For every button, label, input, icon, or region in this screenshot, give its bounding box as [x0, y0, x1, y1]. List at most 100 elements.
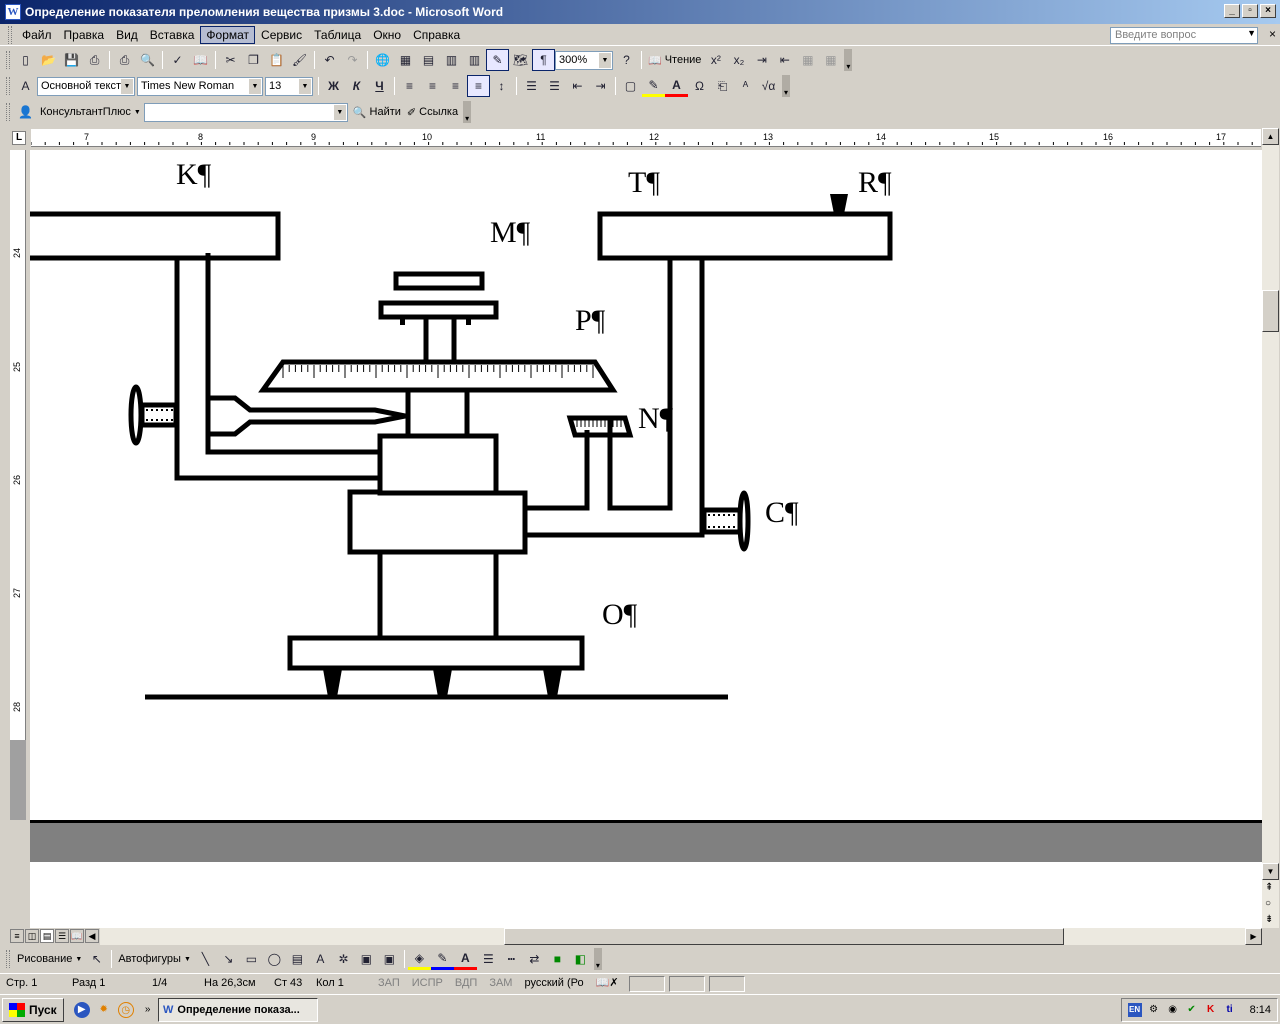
- special-char-icon[interactable]: ⎗: [717, 78, 728, 93]
- minimize-button[interactable]: _: [1224, 4, 1240, 18]
- save-icon[interactable]: 💾: [64, 53, 79, 67]
- styles-icon[interactable]: A: [21, 79, 30, 93]
- table-grid-icon[interactable]: ▦: [802, 53, 814, 67]
- format-painter-icon[interactable]: 🖌: [291, 53, 308, 67]
- menu-edit[interactable]: Правка: [63, 27, 105, 42]
- security-icon[interactable]: ✔: [1187, 1004, 1196, 1015]
- document-close-icon[interactable]: ×: [1268, 27, 1276, 41]
- bullets-icon[interactable]: ☰: [549, 79, 560, 93]
- toolbar-grip[interactable]: [6, 77, 10, 95]
- menubar-grip[interactable]: [8, 25, 12, 44]
- print-icon[interactable]: ⎙: [119, 52, 130, 67]
- web-view-icon[interactable]: ◫: [25, 929, 39, 943]
- previous-page-icon[interactable]: ⇞: [1265, 882, 1274, 893]
- scroll-down-icon[interactable]: ▼: [1262, 863, 1279, 880]
- menu-insert[interactable]: Вставка: [149, 27, 195, 42]
- status-track[interactable]: ИСПР: [411, 977, 443, 989]
- align-left-icon[interactable]: ≡: [405, 79, 413, 93]
- oval-tool-icon[interactable]: ◯: [267, 952, 282, 966]
- numbering-icon[interactable]: ☰: [526, 79, 537, 93]
- scroll-left-icon[interactable]: ◀: [85, 929, 99, 943]
- equation-icon[interactable]: √α: [761, 79, 776, 93]
- consultant-search-dropdown-icon[interactable]: ▼: [333, 104, 346, 120]
- open-folder-icon[interactable]: 📂: [41, 53, 56, 67]
- permission-icon[interactable]: ⎙: [89, 52, 100, 67]
- language-indicator[interactable]: EN: [1127, 1003, 1142, 1017]
- line-style-icon[interactable]: ☰: [482, 952, 494, 966]
- line-tool-icon[interactable]: ╲: [201, 952, 209, 966]
- zoom-dropdown-icon[interactable]: ▼: [599, 52, 611, 68]
- goniometer-diagram[interactable]: K¶ T¶ R¶ M¶ P¶ N¶ C¶ O¶: [30, 150, 1262, 820]
- align-right-icon[interactable]: ≡: [451, 79, 459, 93]
- decrease-indent-icon[interactable]: ⇤: [779, 53, 790, 67]
- toolbar-grip[interactable]: [6, 51, 10, 69]
- draw-font-color-icon[interactable]: A: [453, 948, 477, 970]
- print-layout-icon[interactable]: ▤: [40, 929, 54, 943]
- next-page-icon[interactable]: ⇟: [1265, 914, 1274, 925]
- columns-icon[interactable]: ▥: [468, 53, 481, 67]
- style-select[interactable]: Основной текст ▼: [37, 76, 135, 96]
- hyperlink-icon[interactable]: 🌐: [375, 53, 390, 67]
- table-cells-icon[interactable]: ▦: [825, 53, 837, 67]
- drawing-toggle-icon[interactable]: ✎: [486, 49, 509, 71]
- toolbar-options-icon[interactable]: ▾: [782, 75, 790, 97]
- document-page[interactable]: K¶ T¶ R¶ M¶ P¶ N¶ C¶ O¶: [30, 150, 1262, 820]
- toolbar-options-icon[interactable]: ▾: [463, 101, 472, 123]
- shadow-icon[interactable]: ■: [553, 952, 561, 966]
- wordart-icon[interactable]: A: [316, 952, 325, 966]
- menu-help[interactable]: Справка: [413, 27, 461, 42]
- spelling-icon[interactable]: ✓: [172, 53, 183, 67]
- fill-color-icon[interactable]: ◈: [407, 948, 431, 970]
- sun-icon[interactable]: ✹: [99, 1003, 108, 1015]
- picture-icon[interactable]: ▣: [383, 952, 396, 966]
- redo-icon[interactable]: ↷: [347, 53, 358, 67]
- cut-icon[interactable]: ✂: [225, 53, 236, 67]
- vertical-scrollbar[interactable]: ▲ ▼ ⇞ ○ ⇟: [1262, 128, 1279, 928]
- word-task-button[interactable]: W Определение показа...: [158, 998, 318, 1022]
- copy-icon[interactable]: ❐: [248, 53, 259, 67]
- consultant-menu-button[interactable]: КонсультантПлюс ▼: [37, 106, 144, 118]
- new-document-icon[interactable]: ▯: [22, 53, 29, 67]
- increase-indent-fmt-icon[interactable]: ⇥: [595, 79, 606, 93]
- symbol-omega-icon[interactable]: Ω: [695, 79, 704, 93]
- font-size-select[interactable]: 13 ▼: [265, 76, 313, 96]
- menu-window[interactable]: Окно: [373, 27, 402, 42]
- font-color-icon[interactable]: A: [665, 75, 688, 97]
- line-spacing-icon[interactable]: ↕: [498, 79, 505, 93]
- help-icon[interactable]: ?: [623, 53, 630, 67]
- status-extend[interactable]: ВДП: [454, 977, 478, 989]
- menu-view[interactable]: Вид: [116, 27, 138, 42]
- tables-borders-icon[interactable]: ▦: [399, 53, 412, 67]
- select-objects-icon[interactable]: ↖: [91, 952, 102, 966]
- show-hide-pilcrow-icon[interactable]: ¶: [532, 49, 555, 71]
- reading-mode-button[interactable]: 📖 Чтение: [645, 54, 704, 67]
- line-color-icon[interactable]: ✎: [430, 948, 454, 970]
- insert-table-icon[interactable]: ▤: [422, 53, 435, 67]
- ask-question-input[interactable]: Введите вопрос: [1110, 27, 1258, 44]
- increase-indent-icon[interactable]: ⇥: [756, 53, 767, 67]
- justify-icon[interactable]: ≡: [467, 75, 490, 97]
- clipart-icon[interactable]: ▣: [360, 952, 373, 966]
- ti-icon[interactable]: ti: [1226, 1004, 1233, 1015]
- insert-excel-icon[interactable]: ▥: [445, 53, 458, 67]
- media-player-icon[interactable]: ▶: [73, 1001, 90, 1018]
- system-clock[interactable]: 8:14: [1249, 1004, 1271, 1016]
- text-effects-icon[interactable]: ᴬ: [742, 79, 749, 93]
- underline-icon[interactable]: Ч: [375, 79, 384, 93]
- normal-view-icon[interactable]: ≡: [10, 929, 24, 943]
- borders-icon[interactable]: ▢: [624, 79, 637, 93]
- superscript-icon[interactable]: x²: [710, 53, 721, 67]
- quicklaunch-more-icon[interactable]: »: [144, 1003, 151, 1015]
- scroll-up-icon[interactable]: ▲: [1262, 128, 1279, 145]
- horizontal-ruler[interactable]: 7 8 9 10 11 12 13 14 15 16 17: [30, 129, 1261, 147]
- decrease-indent-fmt-icon[interactable]: ⇤: [572, 79, 583, 93]
- textbox-tool-icon[interactable]: ▤: [291, 952, 304, 966]
- reading-view-icon[interactable]: 📖: [70, 929, 84, 943]
- bold-icon[interactable]: Ж: [328, 79, 339, 93]
- toolbar-grip[interactable]: [6, 950, 10, 968]
- rectangle-tool-icon[interactable]: ▭: [245, 952, 258, 966]
- print-preview-icon[interactable]: 🔍: [140, 53, 155, 67]
- align-center-icon[interactable]: ≡: [428, 79, 436, 93]
- 3d-icon[interactable]: ◧: [574, 952, 587, 966]
- menu-tools[interactable]: Сервис: [261, 27, 303, 42]
